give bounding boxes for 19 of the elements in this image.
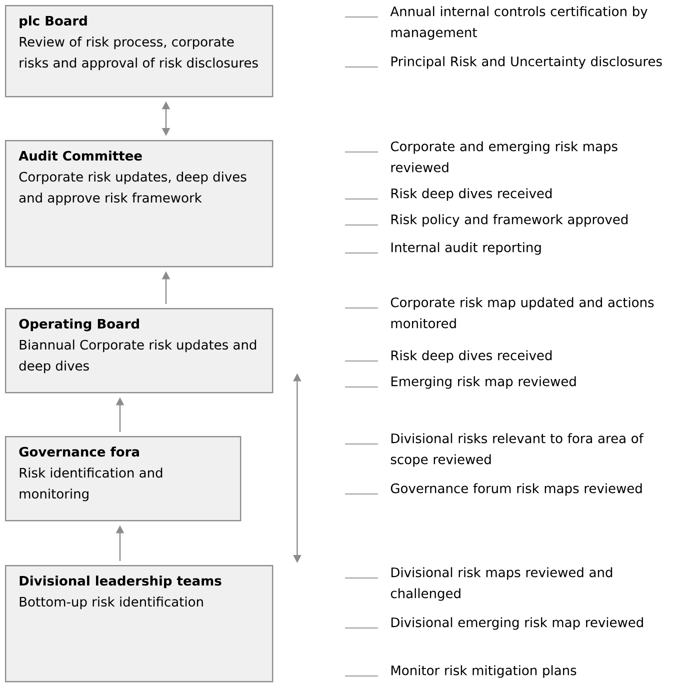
list-item: Risk policy and framework approved	[344, 214, 628, 227]
list-item: Corporate risk map updated and actions monitored	[344, 297, 654, 328]
list-item: Principal Risk and Uncertainty disclosures	[344, 56, 662, 69]
process-box: Audit Committee Corporate risk updates, deep dives and approve risk framework	[5, 140, 274, 268]
list-item: Corporate and emerging risk maps reviewed	[344, 141, 618, 172]
list-item: Emerging risk map reviewed	[344, 376, 576, 389]
process-box: Divisional leadership teams Bottom-up risk identification	[5, 565, 274, 682]
list-item: Risk deep dives received	[344, 188, 552, 201]
list-item: Divisional risks relevant to fora area of scope reviewed	[344, 433, 644, 467]
process-box: Operating Board Biannual Corporate risk updates and deep dives	[5, 308, 274, 394]
process-box: plc Board Review of risk process, corporate risks and approval of risk disclosures	[5, 5, 274, 98]
list-item: Annual internal controls certification by management	[344, 6, 648, 40]
list-item: Divisional risk maps reviewed and challenged	[344, 567, 612, 601]
list-item: Internal audit reporting	[344, 242, 541, 255]
list-item: Governance forum risk maps reviewed	[344, 483, 642, 496]
process-box: Governance fora Risk identification and monitoring	[5, 436, 242, 522]
list-item: Divisional emerging risk map reviewed	[344, 617, 643, 630]
list-item: Monitor risk mitigation plans	[344, 665, 576, 678]
list-item: Risk deep dives received	[344, 350, 552, 363]
